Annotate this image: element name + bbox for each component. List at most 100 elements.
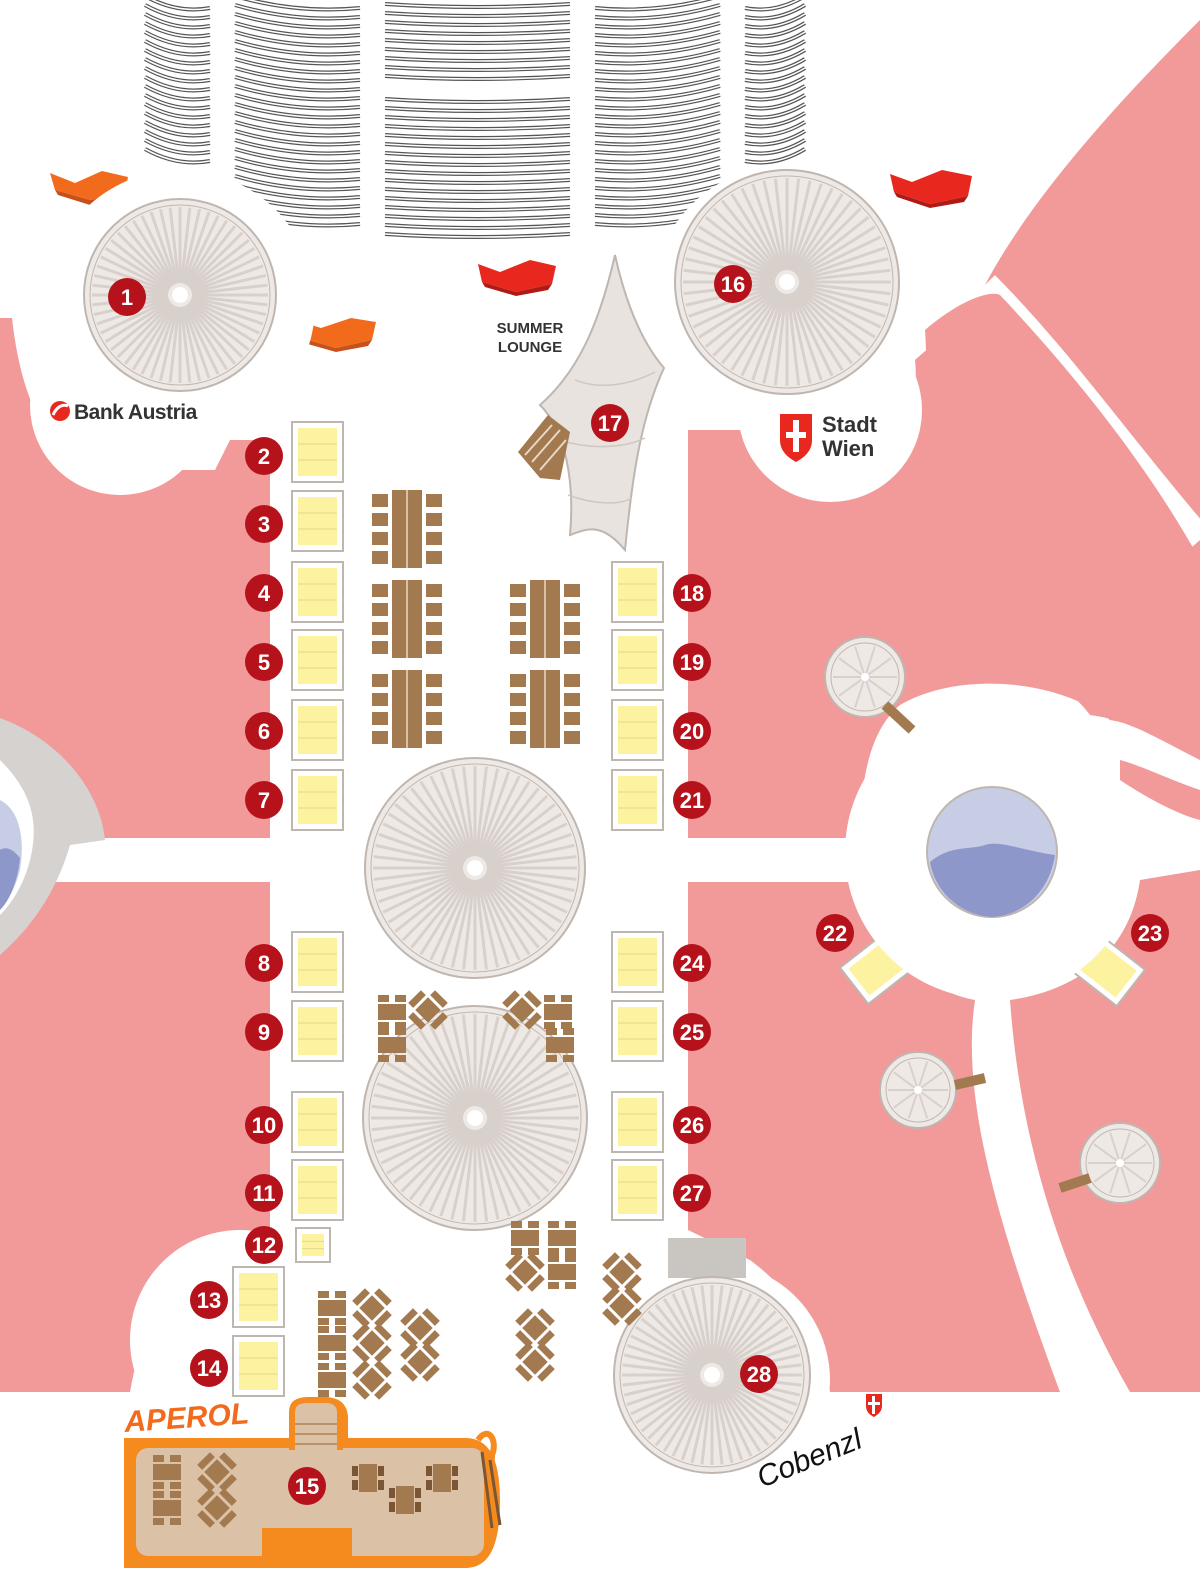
table-m2	[548, 1221, 576, 1255]
marker-number: 13	[197, 1288, 221, 1313]
marker-7[interactable]: 7	[245, 781, 283, 819]
bleacher-section	[234, 0, 361, 228]
marker-5[interactable]: 5	[245, 643, 283, 681]
lounger-left-1	[291, 421, 344, 483]
marker-21[interactable]: 21	[673, 781, 711, 819]
marker-number: 24	[680, 951, 705, 976]
bench-table-2	[372, 580, 442, 658]
lounger-right-5	[611, 931, 664, 993]
marker-number: 14	[197, 1356, 222, 1381]
umbrella-small-1	[824, 636, 906, 718]
lounger-left-4	[291, 629, 344, 691]
table-l3	[318, 1326, 346, 1360]
bleacher-section	[744, 0, 807, 165]
marker-10[interactable]: 10	[245, 1106, 283, 1144]
marker-24[interactable]: 24	[673, 944, 711, 982]
marker-number: 15	[295, 1474, 319, 1499]
marker-number: 25	[680, 1020, 704, 1045]
umbrella-small-3	[1079, 1122, 1161, 1204]
marker-17[interactable]: 17	[591, 404, 629, 442]
stadt-wien-logo: Stadt Wien	[780, 412, 878, 462]
lounger-left-8	[291, 1000, 344, 1062]
table-m6	[515, 1342, 555, 1382]
table-m1	[511, 1221, 539, 1255]
table-m5	[515, 1308, 555, 1348]
umbrella-16	[674, 169, 900, 395]
marker-3[interactable]: 3	[245, 505, 283, 543]
marker-25[interactable]: 25	[673, 1013, 711, 1051]
marker-27[interactable]: 27	[673, 1174, 711, 1212]
lawn-left-upper	[0, 318, 270, 838]
table-l6	[352, 1360, 392, 1400]
marker-16[interactable]: 16	[714, 265, 752, 303]
lounger-right-6	[611, 1000, 664, 1062]
marker-number: 20	[680, 719, 704, 744]
aperol-table-1	[153, 1455, 181, 1489]
table-c6	[546, 1028, 574, 1062]
marker-12[interactable]: 12	[245, 1226, 283, 1264]
marker-number: 17	[598, 411, 622, 436]
lawn-east	[688, 293, 1200, 838]
marker-4[interactable]: 4	[245, 574, 283, 612]
table-l5	[318, 1363, 346, 1397]
bleacher-section	[594, 0, 721, 228]
marker-number: 22	[823, 921, 847, 946]
summer-lounge-tent	[518, 254, 666, 553]
table-l4	[352, 1323, 392, 1363]
marker-number: 7	[258, 788, 270, 813]
marker-number: 6	[258, 719, 270, 744]
marker-number: 28	[747, 1362, 771, 1387]
marker-20[interactable]: 20	[673, 712, 711, 750]
marker-11[interactable]: 11	[245, 1174, 283, 1212]
marker-number: 9	[258, 1020, 270, 1045]
summer-lounge-label-line1: SUMMER	[497, 320, 564, 337]
marker-6[interactable]: 6	[245, 712, 283, 750]
table-l2	[352, 1288, 392, 1328]
lounger-left-9	[291, 1091, 344, 1153]
marker-26[interactable]: 26	[673, 1106, 711, 1144]
bleacher-section	[144, 0, 211, 165]
marker-number: 26	[680, 1113, 704, 1138]
marker-18[interactable]: 18	[673, 574, 711, 612]
marker-number: 27	[680, 1181, 704, 1206]
marker-number: 10	[252, 1113, 276, 1138]
aperol-table-7	[389, 1486, 421, 1514]
marker-22[interactable]: 22	[816, 914, 854, 952]
deco-red-seat-2	[890, 170, 972, 208]
umbrella-28	[613, 1276, 811, 1474]
table-l7	[400, 1308, 440, 1348]
marker-number: 11	[252, 1181, 275, 1206]
amphitheatre-seating	[144, 0, 807, 239]
umbrella-centre-upper	[364, 757, 586, 979]
lawn-far-right-2	[1120, 760, 1200, 820]
lounger-left-10	[291, 1159, 344, 1221]
marker-8[interactable]: 8	[245, 944, 283, 982]
marker-13[interactable]: 13	[190, 1281, 228, 1319]
deco-red-seat-1	[478, 260, 556, 296]
marker-15[interactable]: 15	[288, 1467, 326, 1505]
marker-number: 19	[680, 650, 704, 675]
marker-1[interactable]: 1	[108, 278, 146, 316]
marker-28[interactable]: 28	[740, 1355, 778, 1393]
marker-14[interactable]: 14	[190, 1349, 228, 1387]
lounger-12	[295, 1227, 331, 1263]
marker-9[interactable]: 9	[245, 1013, 283, 1051]
marker-2[interactable]: 2	[245, 437, 283, 475]
lounger-left-7	[291, 931, 344, 993]
marker-number: 5	[258, 650, 270, 675]
marker-23[interactable]: 23	[1131, 914, 1169, 952]
lounger-right-1	[611, 561, 664, 623]
lounger-13	[232, 1266, 285, 1328]
marker-number: 4	[258, 581, 271, 606]
summer-lounge-label-line2: LOUNGE	[498, 339, 562, 356]
marker-number: 23	[1138, 921, 1162, 946]
marker-number: 21	[680, 788, 704, 813]
marker-19[interactable]: 19	[673, 643, 711, 681]
lawn-right-lower	[688, 882, 1060, 1392]
bench-table-3	[372, 670, 442, 748]
table-c1	[378, 995, 406, 1029]
marker-number: 12	[252, 1233, 276, 1258]
stadt-wien-label-line1: Stadt	[822, 412, 878, 437]
table-c5	[378, 1028, 406, 1062]
bank-austria-label: Bank Austria	[74, 401, 198, 424]
